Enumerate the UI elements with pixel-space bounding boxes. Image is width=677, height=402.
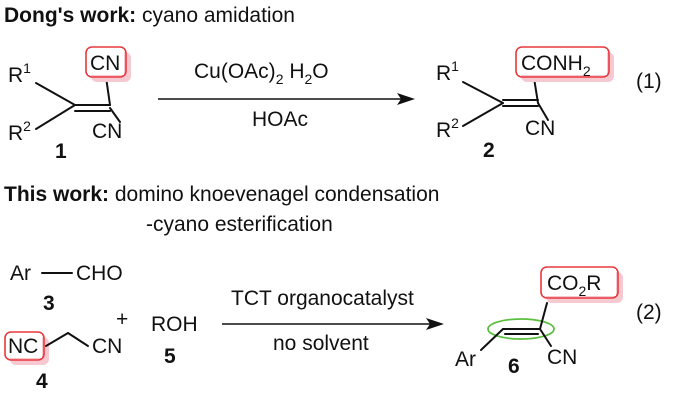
aldehyde-number: 3 — [43, 292, 55, 315]
aldehyde-ar: Ar — [10, 262, 31, 285]
reactant-1: CN R1 R2 CN 1 — [8, 46, 131, 163]
plus-sign: + — [116, 308, 128, 331]
malononitrile-nc: NC — [8, 335, 38, 358]
eq1-heading: Dong's work: cyano amidation — [4, 4, 295, 27]
alcohol-roh: ROH — [151, 313, 198, 336]
reactant-1-cn-top: CN — [90, 52, 120, 75]
aldehyde-cho: CHO — [76, 262, 123, 285]
eq2-heading-line2: -cyano esterification — [146, 213, 333, 236]
alcohol-number: 5 — [164, 345, 176, 368]
ester-highlight-box — [540, 266, 619, 299]
equation-1-label: (1) — [636, 70, 662, 93]
product-2-r2: R2 — [436, 115, 459, 142]
malononitrile-4: NC CN 4 — [4, 331, 122, 393]
arrow-1-reagent: Cu(OAc)2 H2O — [194, 60, 329, 87]
arrow-1-solvent: HOAc — [252, 108, 308, 131]
product-6: CO2R Ar CN 6 — [455, 266, 623, 378]
aldehyde-3: Ar CHO 3 — [10, 262, 123, 315]
alkene-highlight-ellipse — [487, 318, 555, 340]
reactant-1-r1: R1 — [8, 60, 31, 87]
alcohol-5: ROH 5 — [151, 313, 198, 368]
arrow-2-conditions: no solvent — [273, 332, 369, 355]
reactant-1-number: 1 — [55, 140, 67, 163]
product-2-amide: CONH2 — [521, 52, 591, 79]
reactant-1-r2: R2 — [8, 118, 31, 145]
nc-highlight-box — [4, 331, 45, 361]
reaction-arrow-1: Cu(OAc)2 H2O HOAc — [158, 60, 415, 131]
product-6-cn: CN — [547, 346, 577, 369]
malononitrile-cn: CN — [92, 335, 122, 358]
eq2-heading: This work: domino knoevenagel condensati… — [4, 183, 439, 206]
product-2-number: 2 — [483, 139, 495, 162]
arrow-2-catalyst: TCT organocatalyst — [231, 287, 414, 310]
product-2-r1: R1 — [436, 58, 459, 85]
product-6-number: 6 — [508, 355, 520, 378]
amide-highlight-box — [515, 46, 610, 78]
reactant-1-cn-bottom: CN — [92, 120, 122, 143]
equation-2-label: (2) — [636, 301, 662, 324]
product-6-ester: CO2R — [547, 272, 601, 299]
product-2: CONH2 R1 R2 CN 2 — [436, 46, 614, 162]
product-6-ar: Ar — [455, 348, 476, 371]
reaction-arrow-2: TCT organocatalyst no solvent — [222, 287, 444, 355]
product-2-cn: CN — [525, 117, 555, 140]
cn-highlight-box — [85, 46, 127, 78]
malononitrile-number: 4 — [36, 370, 48, 393]
